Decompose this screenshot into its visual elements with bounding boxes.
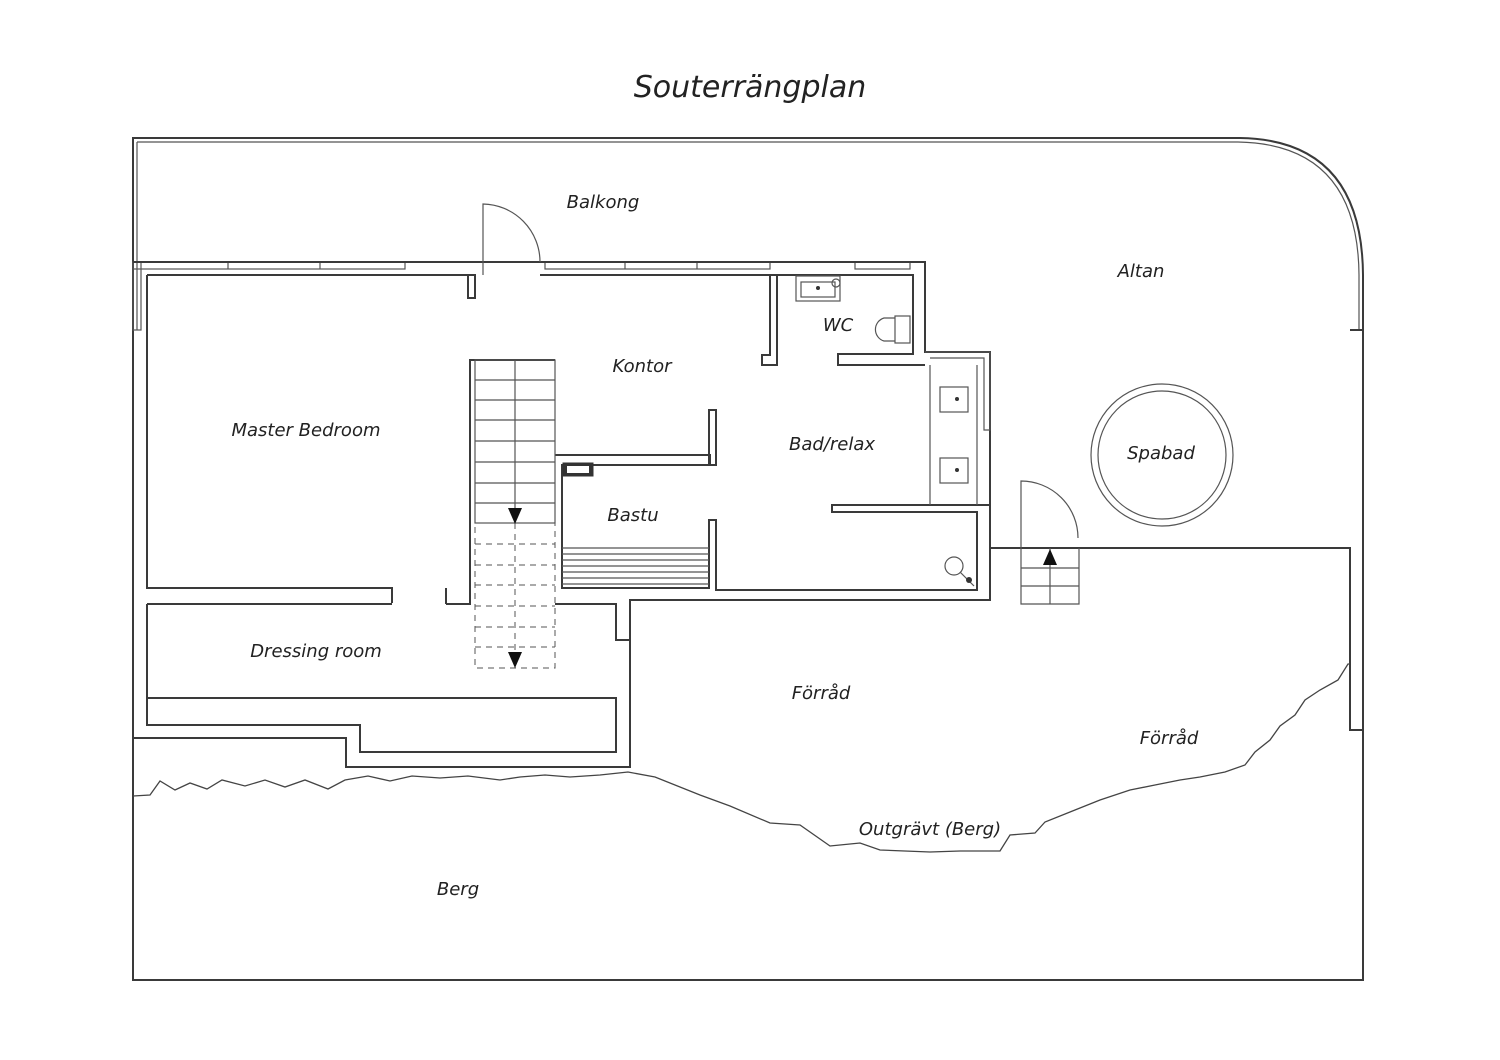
facade-windows — [132, 261, 911, 331]
room-label-wc: WC — [823, 315, 854, 336]
sauna-heater-icon — [562, 462, 594, 477]
door-swing-icon — [1020, 480, 1079, 548]
site-boundary — [132, 137, 1364, 981]
stair-arrow-icon — [1043, 549, 1057, 565]
site-boundary-inner — [137, 141, 1360, 330]
sink-icon — [939, 457, 969, 484]
room-label-balkong: Balkong — [567, 192, 640, 213]
sink-icon — [939, 386, 969, 413]
room-label-outgravt: Outgrävt (Berg) — [859, 819, 1001, 840]
spa-tub-outer — [1090, 383, 1234, 527]
room-label-bastu: Bastu — [607, 505, 658, 526]
plan-title: Souterrängplan — [633, 70, 867, 105]
door-swing-icon — [482, 203, 541, 275]
room-label-dressing-room: Dressing room — [250, 641, 382, 662]
room-label-bad-relax: Bad/relax — [789, 434, 875, 455]
sauna-bench — [562, 547, 709, 585]
shower-icon — [944, 556, 975, 587]
toilet-icon — [874, 315, 911, 344]
spa-tub-inner — [1097, 390, 1227, 520]
room-label-forrad: Förråd — [1140, 728, 1199, 749]
stair-arrow-icon — [508, 652, 522, 668]
sink-icon — [795, 275, 841, 302]
room-label-kontor: Kontor — [612, 356, 673, 377]
room-label-berg: Berg — [437, 879, 479, 900]
rock-contour — [132, 663, 1350, 853]
stair-arrow-icon — [508, 508, 522, 524]
room-label-master-bedroom: Master Bedroom — [231, 420, 380, 441]
room-label-forrad: Förråd — [792, 683, 851, 704]
building-wall — [133, 261, 991, 768]
room-label-altan: Altan — [1117, 261, 1165, 282]
room-label-spabad: Spabad — [1127, 443, 1195, 464]
